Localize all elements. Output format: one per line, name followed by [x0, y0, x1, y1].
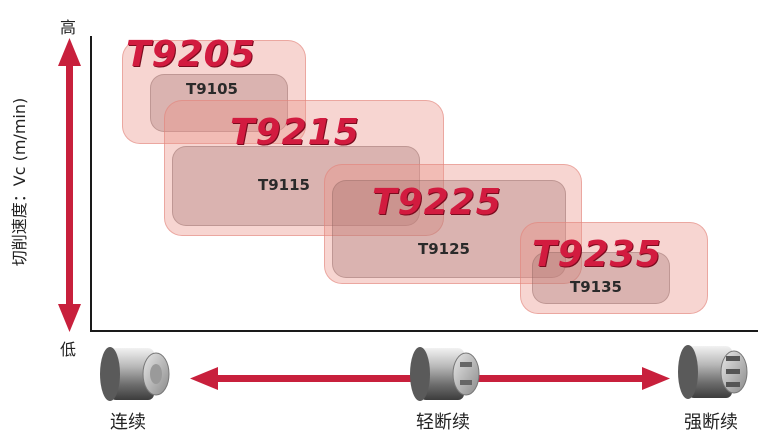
light-interruption-workpiece-icon: [410, 347, 480, 401]
grade-region-t9205: [122, 40, 306, 144]
heavy-interruption-workpiece-icon: [678, 345, 748, 399]
grade-sub-t9125: T9125: [418, 240, 470, 258]
grade-sub-t9135: T9135: [570, 278, 622, 296]
continuous-workpiece-icon: [100, 347, 170, 401]
grade-core-t9135: [532, 252, 670, 304]
x-label-continuous: 连续: [110, 412, 146, 433]
grade-name-t9215: T9215: [230, 112, 360, 153]
y-axis-title: 切削速度：Vc (m/min): [10, 97, 29, 267]
x-label-heavy-interruption: 强断续: [684, 412, 738, 433]
y-axis-low-label: 低: [60, 340, 77, 359]
vertical-speed-arrow: [58, 38, 81, 332]
y-axis-high-label: 高: [60, 18, 77, 37]
grade-name-t9225: T9225: [372, 182, 502, 223]
grade-sub-t9115: T9115: [258, 176, 310, 194]
grade-core-t9115: [172, 146, 420, 226]
grade-name-t9235: T9235: [532, 234, 662, 275]
grade-region-t9235: [520, 222, 708, 314]
grade-region-t9215: [164, 100, 444, 236]
grade-name-t9205: T9205: [126, 34, 256, 75]
y-axis-line: [90, 36, 92, 332]
x-label-light-interruption: 轻断续: [416, 412, 470, 433]
x-axis-line: [90, 330, 758, 332]
grade-sub-t9105: T9105: [186, 80, 238, 98]
